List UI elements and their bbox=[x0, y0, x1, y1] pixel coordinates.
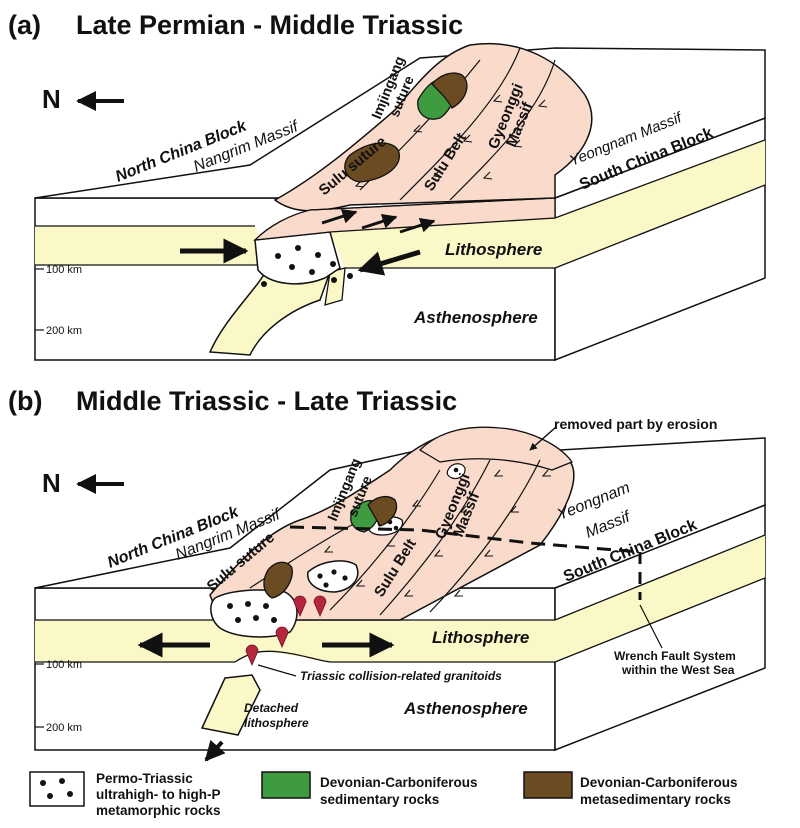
panel-b-depth-200: 200 km bbox=[46, 722, 82, 734]
panel-b-north-label: N bbox=[42, 468, 61, 498]
panel-b-asthenosphere-label: Asthenosphere bbox=[403, 699, 528, 718]
panel-a-uhp-dots bbox=[261, 245, 353, 287]
panel-a-thrust-line bbox=[449, 59, 556, 201]
panel-b-wrench-label-2: within the West Sea bbox=[621, 663, 735, 677]
legend-metasedimentary-line-2: metasedimentary rocks bbox=[580, 792, 731, 807]
panel-b-detached-label-2: lithosphere bbox=[244, 716, 309, 730]
panel-a-metasedimentary-unit bbox=[431, 72, 468, 109]
panel-a-lithosphere-left bbox=[35, 226, 270, 265]
panel-b-sinking-arrow bbox=[204, 739, 226, 762]
panel-b-removed-part-arrow bbox=[529, 426, 557, 451]
panel-b-title: Middle Triassic - Late Triassic bbox=[76, 386, 457, 416]
legend-metasedimentary-line-1: Devonian-Carboniferous bbox=[580, 775, 738, 790]
panel-a-thrust-line bbox=[399, 47, 521, 201]
panel-b: (b) Middle Triassic - Late Triassic bbox=[8, 386, 766, 762]
legend-metasedimentary: Devonian-Carboniferous metasedimentary r… bbox=[523, 771, 738, 807]
panel-b-lithosphere-label: Lithosphere bbox=[432, 628, 529, 647]
panel-a-title: Late Permian - Middle Triassic bbox=[76, 10, 463, 40]
panel-a-shear-arrow bbox=[321, 209, 358, 225]
panel-b-removed-label: removed part by erosion bbox=[554, 416, 717, 432]
panel-b-uhp-lens bbox=[307, 560, 359, 593]
panel-a-subducting-slab bbox=[208, 264, 332, 356]
panel-b-detached-label-1: Detached bbox=[244, 701, 299, 715]
panel-b-metasedimentary-unit bbox=[263, 561, 293, 599]
panel-b-detached-lithosphere bbox=[200, 674, 261, 736]
panel-b-tag: (b) bbox=[8, 386, 42, 416]
legend-uhp-line-1: Permo-Triassic bbox=[96, 771, 193, 786]
legend: Permo-Triassic ultrahigh- to high-P meta… bbox=[29, 771, 738, 818]
panel-a-metasedimentary-unit bbox=[344, 142, 401, 183]
legend-sedimentary-line-1: Devonian-Carboniferous bbox=[320, 775, 478, 790]
panel-a-lithosphere-right bbox=[330, 218, 555, 268]
panel-b-granitoids bbox=[245, 595, 327, 667]
panel-b-metasedimentary-unit bbox=[367, 495, 398, 527]
panel-b-granitoids-label: Triassic collision-related granitoids bbox=[300, 669, 502, 683]
legend-metasedimentary-swatch bbox=[523, 771, 573, 799]
panel-b-thrust-line bbox=[379, 459, 491, 616]
panel-a: (a) Late Permian - Middle Triassic bbox=[8, 10, 766, 362]
panel-b-removed-part bbox=[418, 426, 574, 471]
panel-a-block bbox=[34, 43, 766, 362]
panel-b-depth-100: 100 km bbox=[46, 659, 82, 671]
legend-uhp: Permo-Triassic ultrahigh- to high-P meta… bbox=[29, 771, 221, 818]
panel-a-north-label: N bbox=[42, 84, 61, 114]
panel-b-uhp-dots bbox=[227, 601, 277, 623]
panel-a-lithosphere-label: Lithosphere bbox=[445, 240, 542, 259]
panel-a-asthenosphere-label: Asthenosphere bbox=[413, 308, 538, 327]
panel-b-thrust-line bbox=[429, 459, 541, 613]
panel-a-tag: (a) bbox=[8, 10, 41, 40]
panel-b-lithosphere-side bbox=[555, 535, 765, 662]
panel-b-wrench-label-1: Wrench Fault System bbox=[614, 649, 736, 663]
legend-uhp-swatch bbox=[29, 771, 85, 807]
panel-b-lithosphere-front bbox=[35, 620, 555, 662]
legend-sedimentary: Devonian-Carboniferous sedimentary rocks bbox=[261, 771, 478, 807]
legend-sedimentary-line-2: sedimentary rocks bbox=[320, 792, 439, 807]
legend-sedimentary-swatch bbox=[261, 771, 311, 799]
panel-a-depth-200: 200 km bbox=[46, 325, 82, 337]
panel-a-lithosphere-side bbox=[555, 140, 765, 268]
panel-a-depth-100: 100 km bbox=[46, 264, 82, 276]
legend-uhp-line-2: ultrahigh- to high-P bbox=[96, 787, 220, 802]
panel-a-shear-arrow bbox=[361, 214, 398, 230]
legend-uhp-line-3: metamorphic rocks bbox=[96, 803, 221, 818]
panel-b-block bbox=[34, 426, 766, 762]
panel-a-subduction-arrow bbox=[357, 249, 421, 276]
panel-a-shear-arrow bbox=[399, 218, 436, 234]
panel-a-uhp-rocks bbox=[254, 231, 341, 285]
panel-b-uhp-rocks bbox=[210, 589, 298, 638]
panel-b-wrench-fault-surface bbox=[289, 525, 641, 554]
